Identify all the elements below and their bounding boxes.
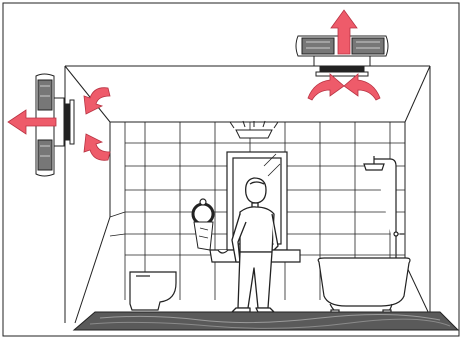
- wall-exhaust-fan-icon: [35, 73, 75, 177]
- airflow-arrow-icon: [307, 73, 345, 101]
- towel-ring-icon: [191, 198, 215, 251]
- floor: [72, 311, 460, 331]
- ceiling-lamp-icon: [229, 120, 279, 139]
- person-icon: [231, 177, 279, 313]
- airflow-arrow-icon: [330, 9, 358, 55]
- airflow-arrow-icon: [7, 109, 57, 135]
- toilet-icon: [129, 271, 177, 311]
- airflow-arrows: [7, 9, 381, 161]
- airflow-arrow-icon: [343, 73, 381, 101]
- airflow-arrow-icon: [83, 87, 111, 115]
- shower-head-icon: [363, 156, 404, 258]
- bathtub-icon: [317, 257, 411, 314]
- airflow-arrow-icon: [83, 133, 111, 161]
